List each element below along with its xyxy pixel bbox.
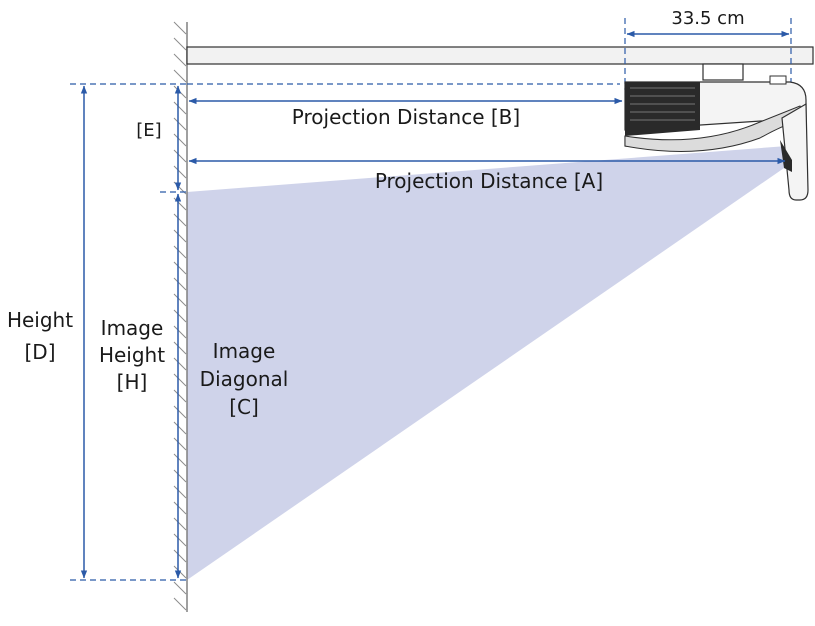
wall-hatching <box>173 21 187 611</box>
projection-distance-b-label: Projection Distance [B] <box>292 105 520 129</box>
projection-distance-a-label: Projection Distance [A] <box>375 169 603 193</box>
reference-dashed-lines <box>70 18 792 581</box>
image-height-label-line3: [H] <box>117 370 148 394</box>
image-diagonal-label-line3: [C] <box>229 395 259 419</box>
image-height-label-line2: Height <box>99 343 165 367</box>
width-dimension-label: 33.5 cm <box>671 8 744 29</box>
offset-e-label: [E] <box>136 120 161 141</box>
height-d-label-line2: [D] <box>24 340 55 364</box>
projector <box>624 75 809 201</box>
ceiling-board <box>186 46 814 65</box>
image-height-label-line1: Image <box>101 316 164 340</box>
projection-beam <box>187 146 787 580</box>
height-d-label-line1: Height <box>7 308 73 332</box>
image-diagonal-label-line2: Diagonal <box>200 367 289 391</box>
projector-mount <box>702 63 744 81</box>
dimension-arrows <box>80 30 790 579</box>
image-diagonal-label-line1: Image <box>213 339 276 363</box>
